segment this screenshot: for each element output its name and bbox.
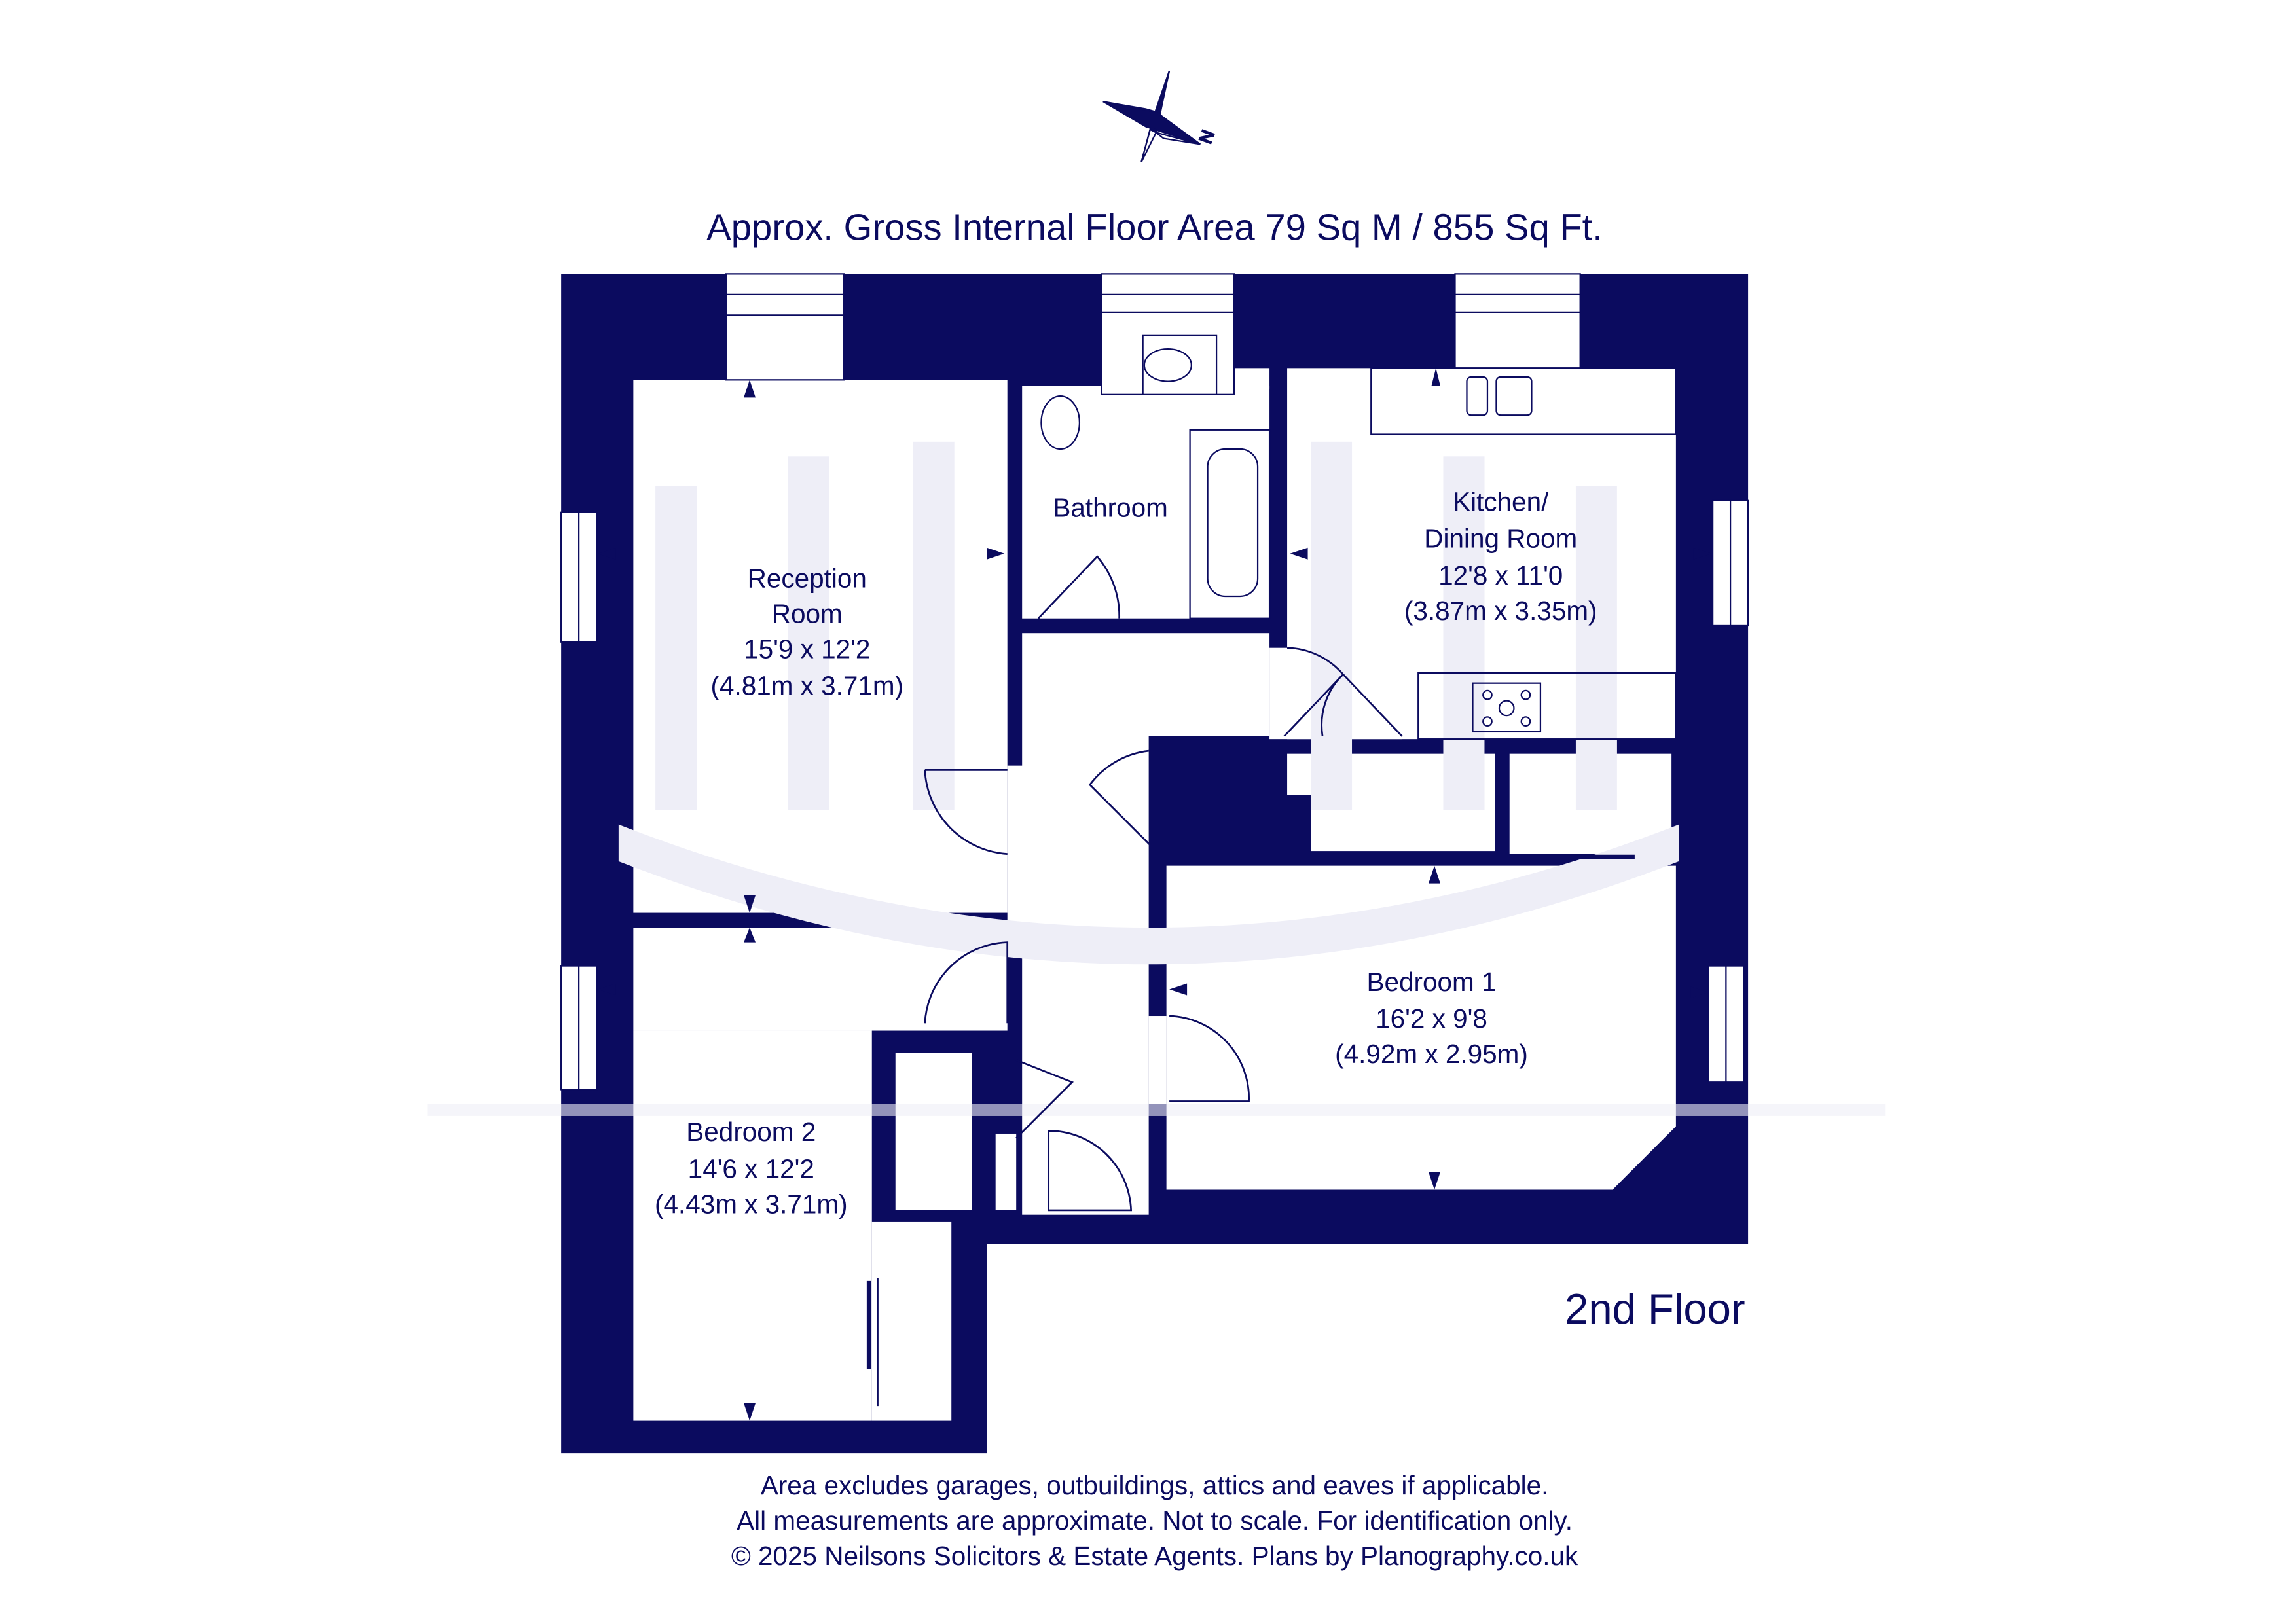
bath-icon [1189, 429, 1271, 619]
svg-text:Bedroom 2: Bedroom 2 [686, 1117, 816, 1147]
room-kitchen: Kitchen/ Dining Room 12'8 x 11'0 (3.87m … [1404, 487, 1597, 626]
kitchen-sink-icon [1466, 376, 1489, 416]
hob-icon [1472, 682, 1542, 733]
svg-text:(3.87m x 3.35m): (3.87m x 3.35m) [1404, 596, 1597, 626]
svg-text:12'8 x 11'0: 12'8 x 11'0 [1438, 560, 1563, 590]
floor-area-title: Approx. Gross Internal Floor Area 79 Sq … [706, 207, 1603, 248]
svg-text:15'9 x 12'2: 15'9 x 12'2 [744, 634, 870, 664]
svg-text:(4.81m x 3.71m): (4.81m x 3.71m) [710, 671, 903, 701]
watermark-logo [427, 441, 1886, 1116]
doors [924, 555, 1403, 1212]
svg-text:Dining Room: Dining Room [1424, 524, 1577, 554]
svg-text:All measurements are approxima: All measurements are approximate. Not to… [737, 1506, 1573, 1536]
svg-text:Reception: Reception [748, 563, 867, 593]
svg-text:Area excludes garages, outbuil: Area excludes garages, outbuildings, att… [761, 1470, 1549, 1500]
svg-text:Room: Room [772, 598, 843, 628]
svg-text:(4.92m x 2.95m): (4.92m x 2.95m) [1335, 1039, 1528, 1069]
footer-notes: Area excludes garages, outbuildings, att… [731, 1470, 1578, 1571]
kitchen-counter [1370, 367, 1677, 435]
kitchen-counter-lower [1417, 672, 1677, 740]
floor-label: 2nd Floor [1565, 1285, 1745, 1333]
fixtures [866, 334, 1677, 1407]
svg-text:14'6 x 12'2: 14'6 x 12'2 [688, 1153, 814, 1183]
compass-icon: N [1102, 70, 1219, 162]
room-bedroom-1: Bedroom 1 16'2 x 9'8 (4.92m x 2.95m) [1335, 967, 1528, 1069]
svg-text:16'2 x 9'8: 16'2 x 9'8 [1376, 1003, 1487, 1034]
toilet-icon [1040, 395, 1081, 450]
svg-text:Kitchen/: Kitchen/ [1453, 487, 1549, 517]
svg-text:Bathroom: Bathroom [1053, 493, 1167, 523]
sink-icon [1143, 348, 1192, 382]
room-bedroom-2: Bedroom 2 14'6 x 12'2 (4.43m x 3.71m) [655, 1117, 848, 1219]
room-reception: Reception Room 15'9 x 12'2 (4.81m x 3.71… [710, 563, 903, 700]
svg-text:(4.43m x 3.71m): (4.43m x 3.71m) [655, 1189, 848, 1219]
svg-text:© 2025 Neilsons Solicitors & E: © 2025 Neilsons Solicitors & Estate Agen… [731, 1541, 1578, 1571]
room-bathroom: Bathroom [1053, 493, 1167, 523]
svg-text:Bedroom 1: Bedroom 1 [1367, 967, 1497, 997]
dimension-arrows [598, 368, 1711, 1421]
